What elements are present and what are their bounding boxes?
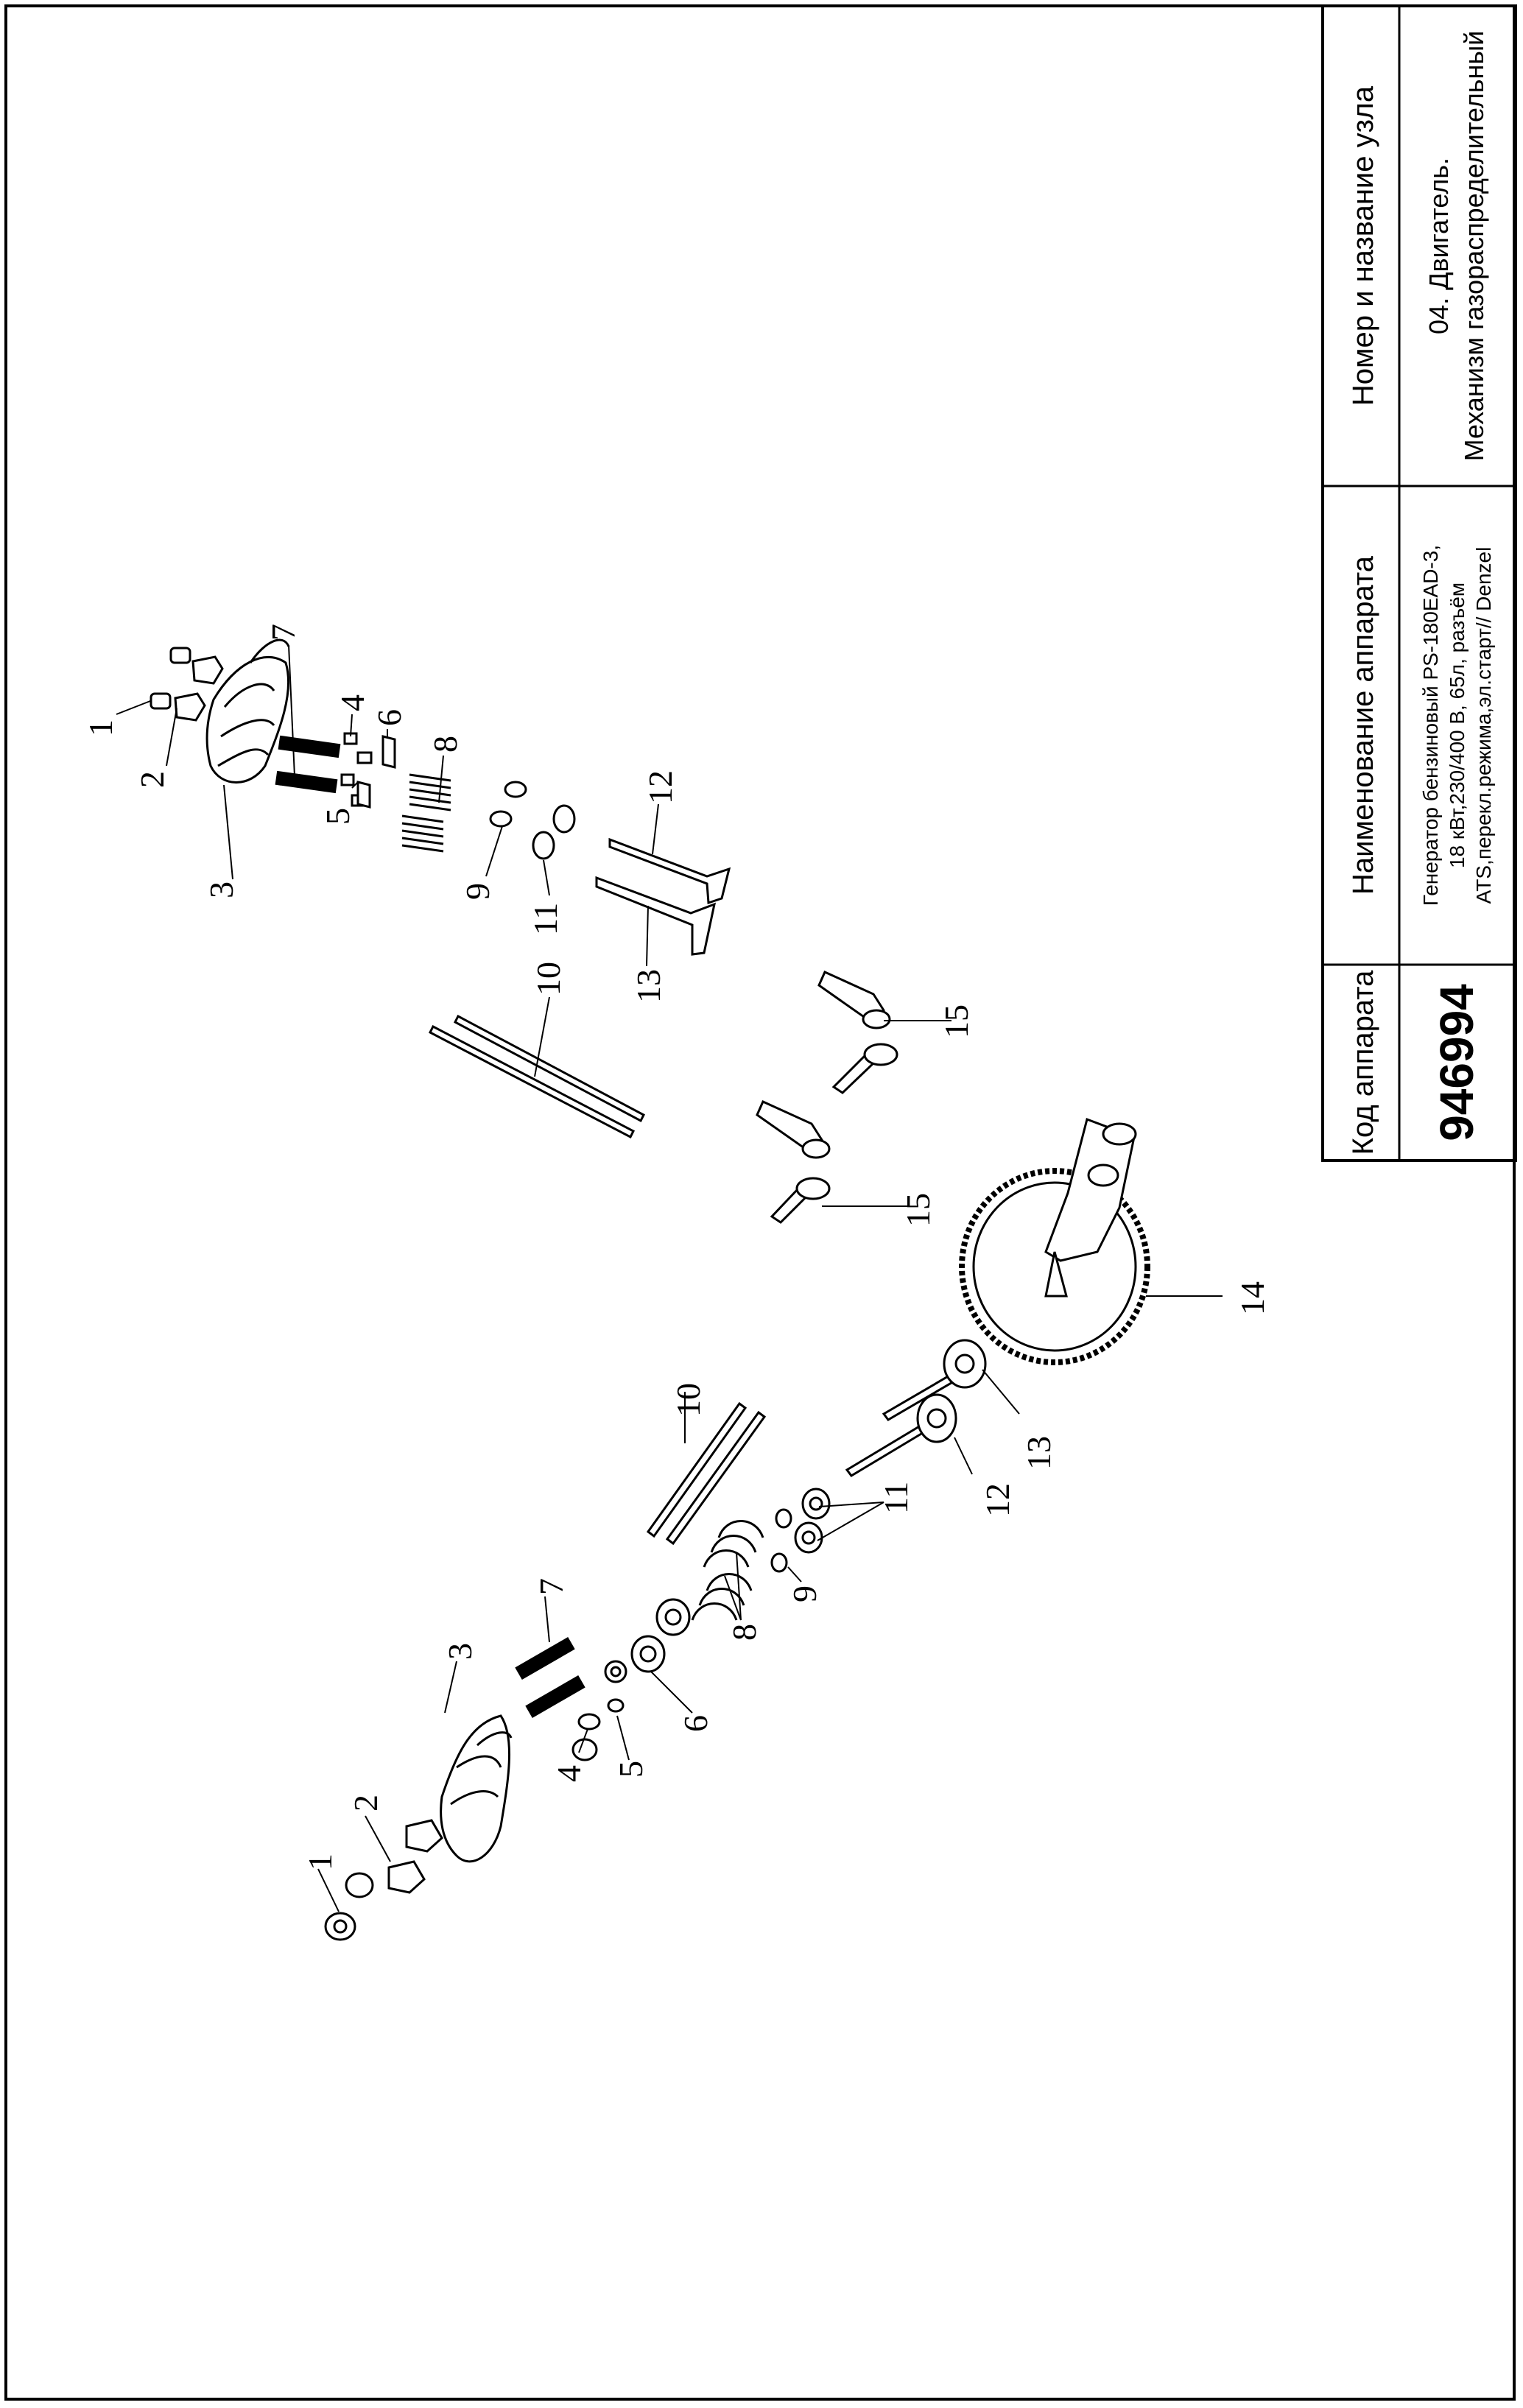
callout-11-lower: 11	[877, 1482, 915, 1514]
callout-3-lower: 3	[441, 1643, 479, 1660]
title-col2-line1: Генератор бензиновый PS-180EAD-3,	[1419, 545, 1442, 906]
callout-1-upper: 1	[82, 719, 119, 736]
upper-part-15-tappets	[756, 971, 898, 1224]
title-col3-line1: 04. Двигатель.	[1424, 158, 1454, 334]
callout-13-upper: 13	[630, 969, 667, 1003]
lower-part-11-seals	[794, 1488, 831, 1554]
callout-1-lower: 1	[301, 1853, 339, 1870]
callout-9-upper: 9	[459, 883, 496, 900]
callout-12-upper: 12	[641, 770, 679, 804]
title-col2-header: Наименование аппарата	[1347, 555, 1379, 895]
callout-7-upper: 7	[264, 624, 302, 641]
upper-part-3-rocker-arm	[205, 638, 290, 784]
lower-part-8-springs	[691, 1520, 764, 1621]
upper-parts-4-5-6	[340, 732, 396, 809]
title-col2-line3: ATS,перекл.режима,эл.старт// Denzel	[1472, 547, 1495, 904]
lower-parts-4-5-6	[571, 1598, 691, 1761]
title-col2-line2: 18 кВт,230/400 В, 65л, разъём	[1446, 582, 1469, 868]
lower-part-3-rocker-arm	[440, 1714, 513, 1863]
lower-part-9-keepers	[770, 1508, 792, 1573]
callout-5-lower: 5	[612, 1761, 650, 1778]
upper-parts-12-13-valves	[595, 837, 731, 956]
callout-12-lower: 12	[979, 1483, 1016, 1517]
lower-part-10-pushrods	[646, 1401, 767, 1546]
callout-10-lower: 10	[669, 1383, 707, 1417]
callout-4-upper: 4	[334, 694, 371, 711]
callout-numbers: 1 2 3 7 4 5 6 8 9 11 12 13 10 15 15 14 1…	[82, 624, 1271, 1870]
callout-8-lower: 8	[725, 1624, 763, 1641]
lower-part-2-adjusters	[387, 1819, 443, 1894]
upper-part-2-adjusters	[174, 655, 224, 722]
upper-part-14-camshaft-gear	[959, 1118, 1150, 1365]
title-col1-value: 946994	[1430, 984, 1483, 1141]
upper-part-1-nuts	[150, 647, 191, 710]
callout-7-lower: 7	[532, 1578, 570, 1595]
lower-parts-12-13-valves	[845, 1339, 987, 1477]
title-block: Номер и название узла 04. Двигатель. Мех…	[1321, 4, 1517, 1162]
callout-15-middle: 15	[899, 1193, 937, 1227]
upper-part-10-pushrods	[428, 1014, 645, 1139]
leader-lines	[116, 644, 1223, 1912]
callout-6-upper: 6	[370, 709, 408, 726]
upper-assembly	[150, 638, 1150, 1365]
drawing-frame	[4, 4, 1516, 2401]
callout-4-lower: 4	[550, 1765, 588, 1782]
callout-8-upper: 8	[426, 736, 464, 753]
title-col3-header: Номер и название узла	[1347, 85, 1379, 406]
upper-part-11-seals	[532, 804, 576, 860]
title-col1-header: Код аппарата	[1347, 970, 1379, 1155]
upper-part-7-studs	[275, 735, 341, 794]
callout-15-upper: 15	[938, 1004, 975, 1038]
lower-assembly	[324, 1339, 987, 1941]
callout-2-lower: 2	[347, 1795, 384, 1812]
callout-14: 14	[1234, 1281, 1271, 1315]
callout-13-lower: 13	[1020, 1436, 1058, 1470]
callout-10-upper: 10	[530, 962, 567, 996]
title-col3-line2: Механизм газораспределительный	[1459, 31, 1489, 462]
lower-part-1-nuts	[324, 1872, 374, 1941]
lower-part-7-studs	[515, 1637, 585, 1718]
callout-9-lower: 9	[786, 1585, 823, 1602]
upper-part-9-keepers	[489, 781, 527, 828]
callout-6-lower: 6	[677, 1715, 714, 1732]
upper-part-8-springs	[401, 773, 451, 853]
callout-5-upper: 5	[319, 808, 356, 825]
callout-3-upper: 3	[203, 881, 240, 898]
callout-2-upper: 2	[133, 771, 171, 788]
callout-11-upper: 11	[527, 903, 564, 935]
